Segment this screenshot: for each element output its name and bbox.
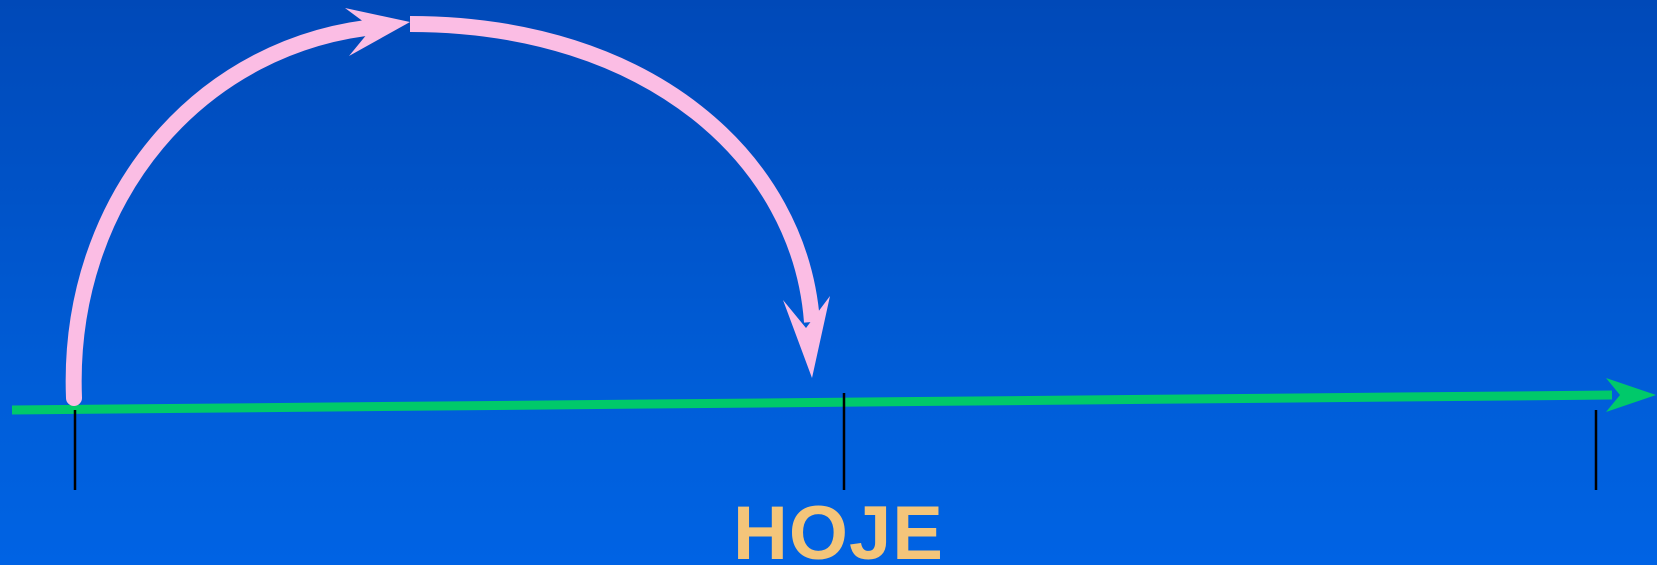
timeline-arrowhead [1606, 378, 1656, 412]
timeline-arrow [11, 378, 1656, 415]
jump-arrow [65, 8, 830, 406]
timeline-line [11, 390, 1613, 415]
jump-arrowhead-end [783, 296, 830, 378]
jump-arc-second [409, 16, 820, 323]
jump-arc-first [65, 18, 393, 406]
today-label: HOJE [733, 491, 944, 565]
jump-arrowhead-mid [345, 8, 410, 56]
